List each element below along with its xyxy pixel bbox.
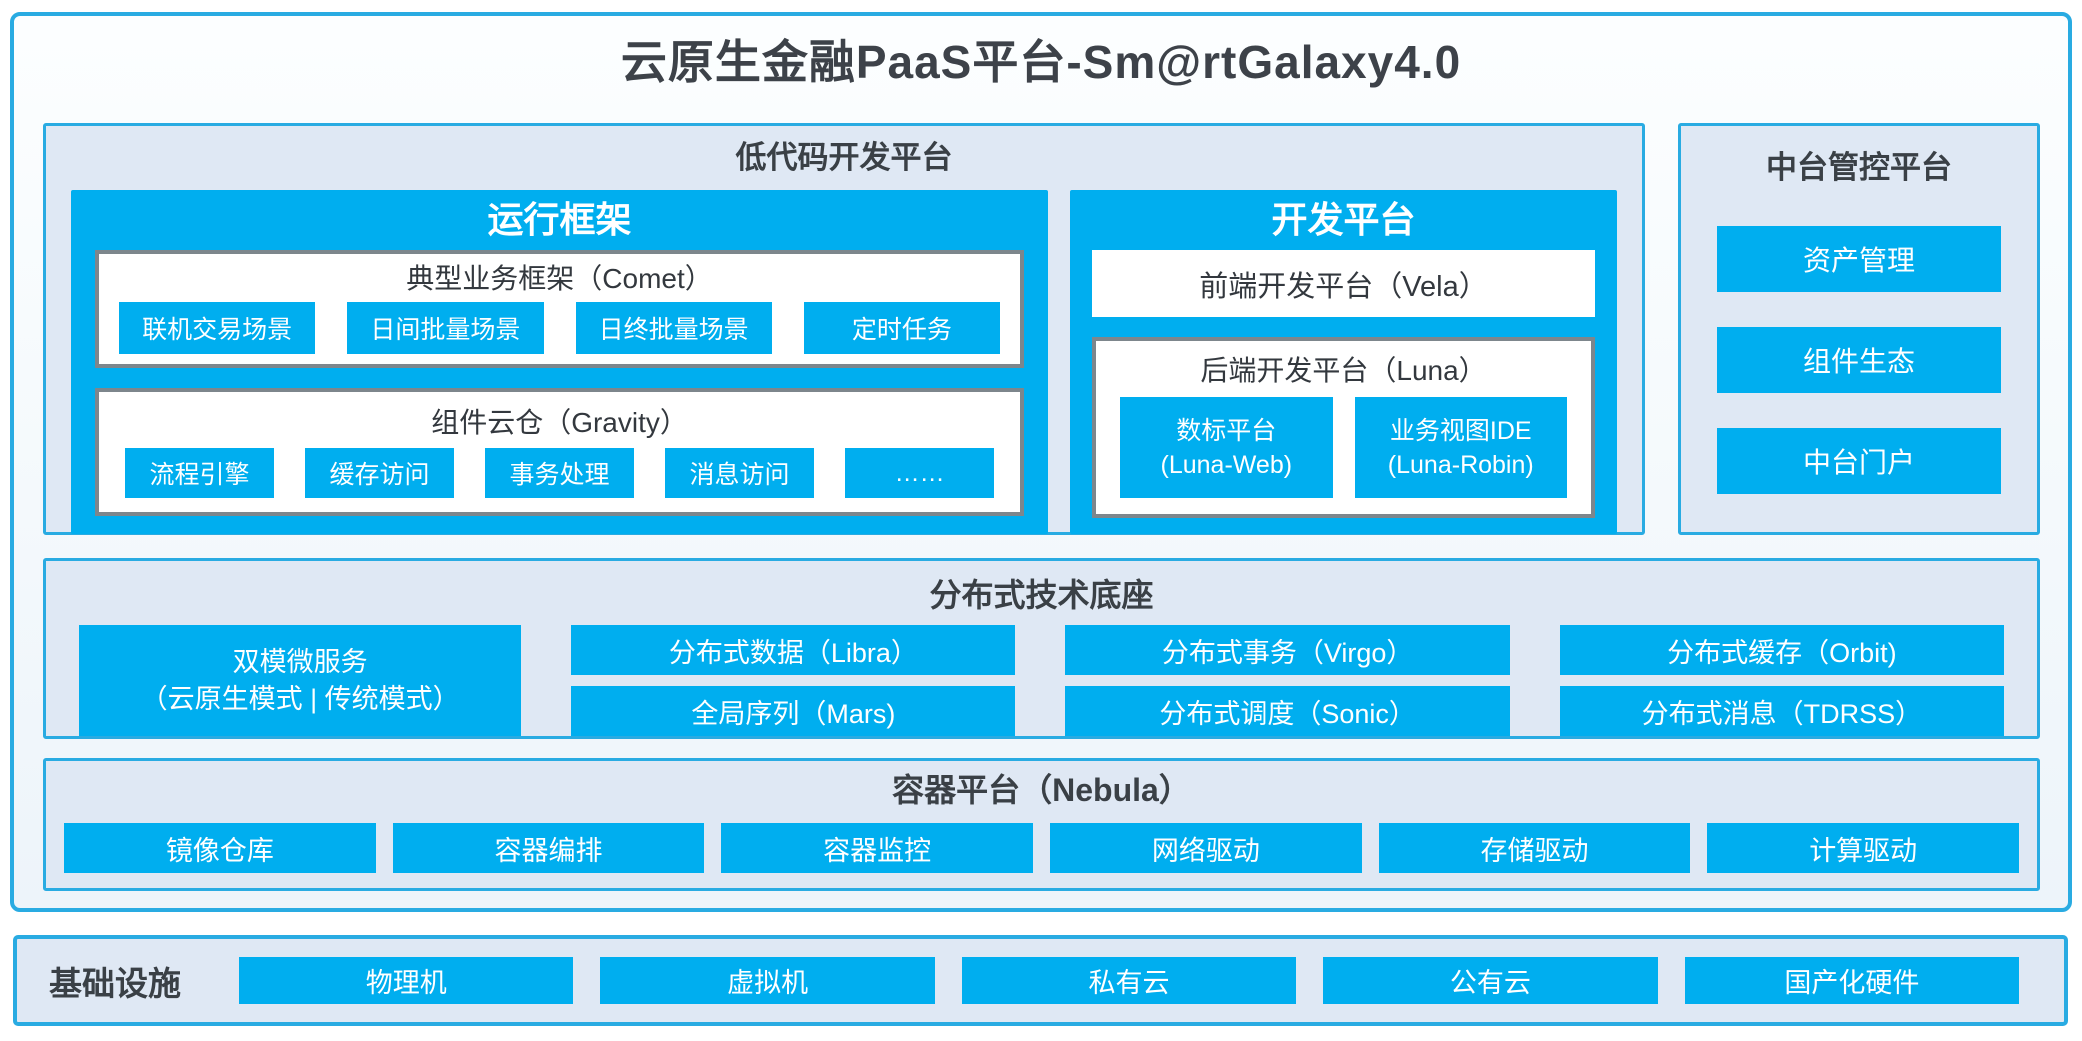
page-title: 云原生金融PaaS平台-Sm@rtGalaxy4.0 [620, 36, 1462, 88]
box-asset-management: 资产管理 [1717, 226, 2001, 292]
comet-items-row: 联机交易场景 日间批量场景 日终批量场景 定时任务 [119, 302, 1001, 354]
box-virgo: 分布式事务（Virgo） [1065, 625, 1510, 675]
box-daytime-batch: 日间批量场景 [347, 302, 544, 354]
distributed-grid: 双模微服务 （云原生模式 | 传统模式） 分布式数据（Libra） 分布式事务（… [79, 625, 2004, 736]
runtime-framework-title: 运行框架 [487, 199, 632, 240]
box-online-transaction: 联机交易场景 [119, 302, 316, 354]
distributed-base-panel: 分布式技术底座 双模微服务 （云原生模式 | 传统模式） 分布式数据（Libra… [43, 558, 2040, 739]
luna-backend-title: 后端开发平台（Luna） [1200, 355, 1487, 386]
box-container-orchestration: 容器编排 [392, 823, 705, 873]
box-dual-mode-microservices: 双模微服务 （云原生模式 | 传统模式） [79, 625, 522, 736]
infrastructure-label: 基础设施 [49, 964, 181, 1002]
lowcode-platform-panel: 低代码开发平台 运行框架 典型业务框架（Comet） 联机交易场景 日间批量场景… [43, 123, 1645, 535]
box-luna-robin: 业务视图IDE (Luna-Robin) [1354, 397, 1567, 498]
lowcode-content: 运行框架 典型业务框架（Comet） 联机交易场景 日间批量场景 日终批量场景 … [46, 190, 1642, 548]
box-message-access: 消息访问 [665, 448, 815, 498]
box-virtual-machine: 虚拟机 [600, 957, 935, 1004]
box-endofday-batch: 日终批量场景 [575, 302, 772, 354]
luna-backend-box: 后端开发平台（Luna） 数标平台 (Luna-Web) 业务视图IDE (Lu… [1092, 337, 1595, 518]
box-ellipsis: …… [845, 448, 995, 498]
comet-framework-box: 典型业务框架（Comet） 联机交易场景 日间批量场景 日终批量场景 定时任务 [95, 250, 1025, 368]
runtime-framework-section: 运行框架 典型业务框架（Comet） 联机交易场景 日间批量场景 日终批量场景 … [71, 190, 1049, 534]
box-transaction-processing: 事务处理 [485, 448, 635, 498]
box-image-registry: 镜像仓库 [64, 823, 376, 873]
dev-platform-title: 开发平台 [1271, 199, 1416, 240]
infrastructure-panel: 基础设施 物理机 虚拟机 私有云 公有云 国产化硬件 [13, 935, 2068, 1026]
dev-platform-section: 开发平台 前端开发平台（Vela） 后端开发平台（Luna） 数标平台 (Lun… [1070, 190, 1617, 534]
box-network-driver: 网络驱动 [1050, 823, 1362, 873]
luna-items-row: 数标平台 (Luna-Web) 业务视图IDE (Luna-Robin) [1120, 397, 1567, 498]
luna-robin-name: 业务视图IDE [1389, 416, 1532, 445]
luna-robin-code: (Luna-Robin) [1387, 450, 1534, 479]
box-component-ecosystem: 组件生态 [1717, 327, 2001, 393]
gravity-items-row: 流程引擎 缓存访问 事务处理 消息访问 …… [125, 448, 995, 498]
box-cache-access: 缓存访问 [305, 448, 455, 498]
box-luna-web: 数标平台 (Luna-Web) [1120, 397, 1333, 498]
box-compute-driver: 计算驱动 [1707, 823, 2020, 873]
container-platform-title: 容器平台（Nebula） [892, 772, 1191, 808]
box-process-engine: 流程引擎 [125, 448, 275, 498]
box-storage-driver: 存储驱动 [1378, 823, 1691, 873]
midplatform-items: 资产管理 组件生态 中台门户 [1681, 190, 2037, 494]
container-platform-panel: 容器平台（Nebula） 镜像仓库 容器编排 容器监控 网络驱动 存储驱动 计算… [43, 758, 2040, 891]
gravity-warehouse-title: 组件云仓（Gravity） [431, 407, 688, 438]
box-container-monitoring: 容器监控 [721, 823, 1034, 873]
midplatform-control-title: 中台管控平台 [1766, 150, 1952, 185]
box-private-cloud: 私有云 [961, 957, 1297, 1004]
luna-web-code: (Luna-Web) [1160, 450, 1293, 479]
lowcode-platform-title: 低代码开发平台 [735, 140, 953, 175]
box-physical-machine: 物理机 [239, 957, 574, 1004]
comet-framework-title: 典型业务框架（Comet） [406, 263, 713, 294]
dual-mode-line2: （云原生模式 | 传统模式） [140, 683, 460, 714]
box-domestic-hardware: 国产化硬件 [1684, 957, 2020, 1004]
vela-frontend-title: 前端开发平台（Vela） [1199, 270, 1488, 303]
gravity-warehouse-box: 组件云仓（Gravity） 流程引擎 缓存访问 事务处理 消息访问 …… [95, 388, 1025, 516]
box-sonic: 分布式调度（Sonic） [1065, 686, 1510, 736]
midplatform-control-panel: 中台管控平台 资产管理 组件生态 中台门户 [1678, 123, 2040, 535]
box-tdrss: 分布式消息（TDRSS） [1559, 686, 2004, 736]
box-orbit: 分布式缓存（Orbit) [1559, 625, 2004, 675]
box-mars: 全局序列（Mars) [571, 686, 1016, 736]
box-scheduled-task: 定时任务 [803, 302, 1001, 354]
box-public-cloud: 公有云 [1323, 957, 1658, 1004]
dual-mode-line1: 双模微服务 [232, 646, 368, 677]
vela-frontend-box: 前端开发平台（Vela） [1092, 250, 1595, 317]
luna-web-name: 数标平台 [1176, 416, 1277, 445]
distributed-base-title: 分布式技术底座 [929, 577, 1154, 613]
infrastructure-items: 物理机 虚拟机 私有云 公有云 国产化硬件 [239, 957, 2020, 1004]
box-libra: 分布式数据（Libra） [571, 625, 1016, 675]
container-items-row: 镜像仓库 容器编排 容器监控 网络驱动 存储驱动 计算驱动 [64, 823, 2020, 873]
box-midplatform-portal: 中台门户 [1717, 428, 2001, 494]
